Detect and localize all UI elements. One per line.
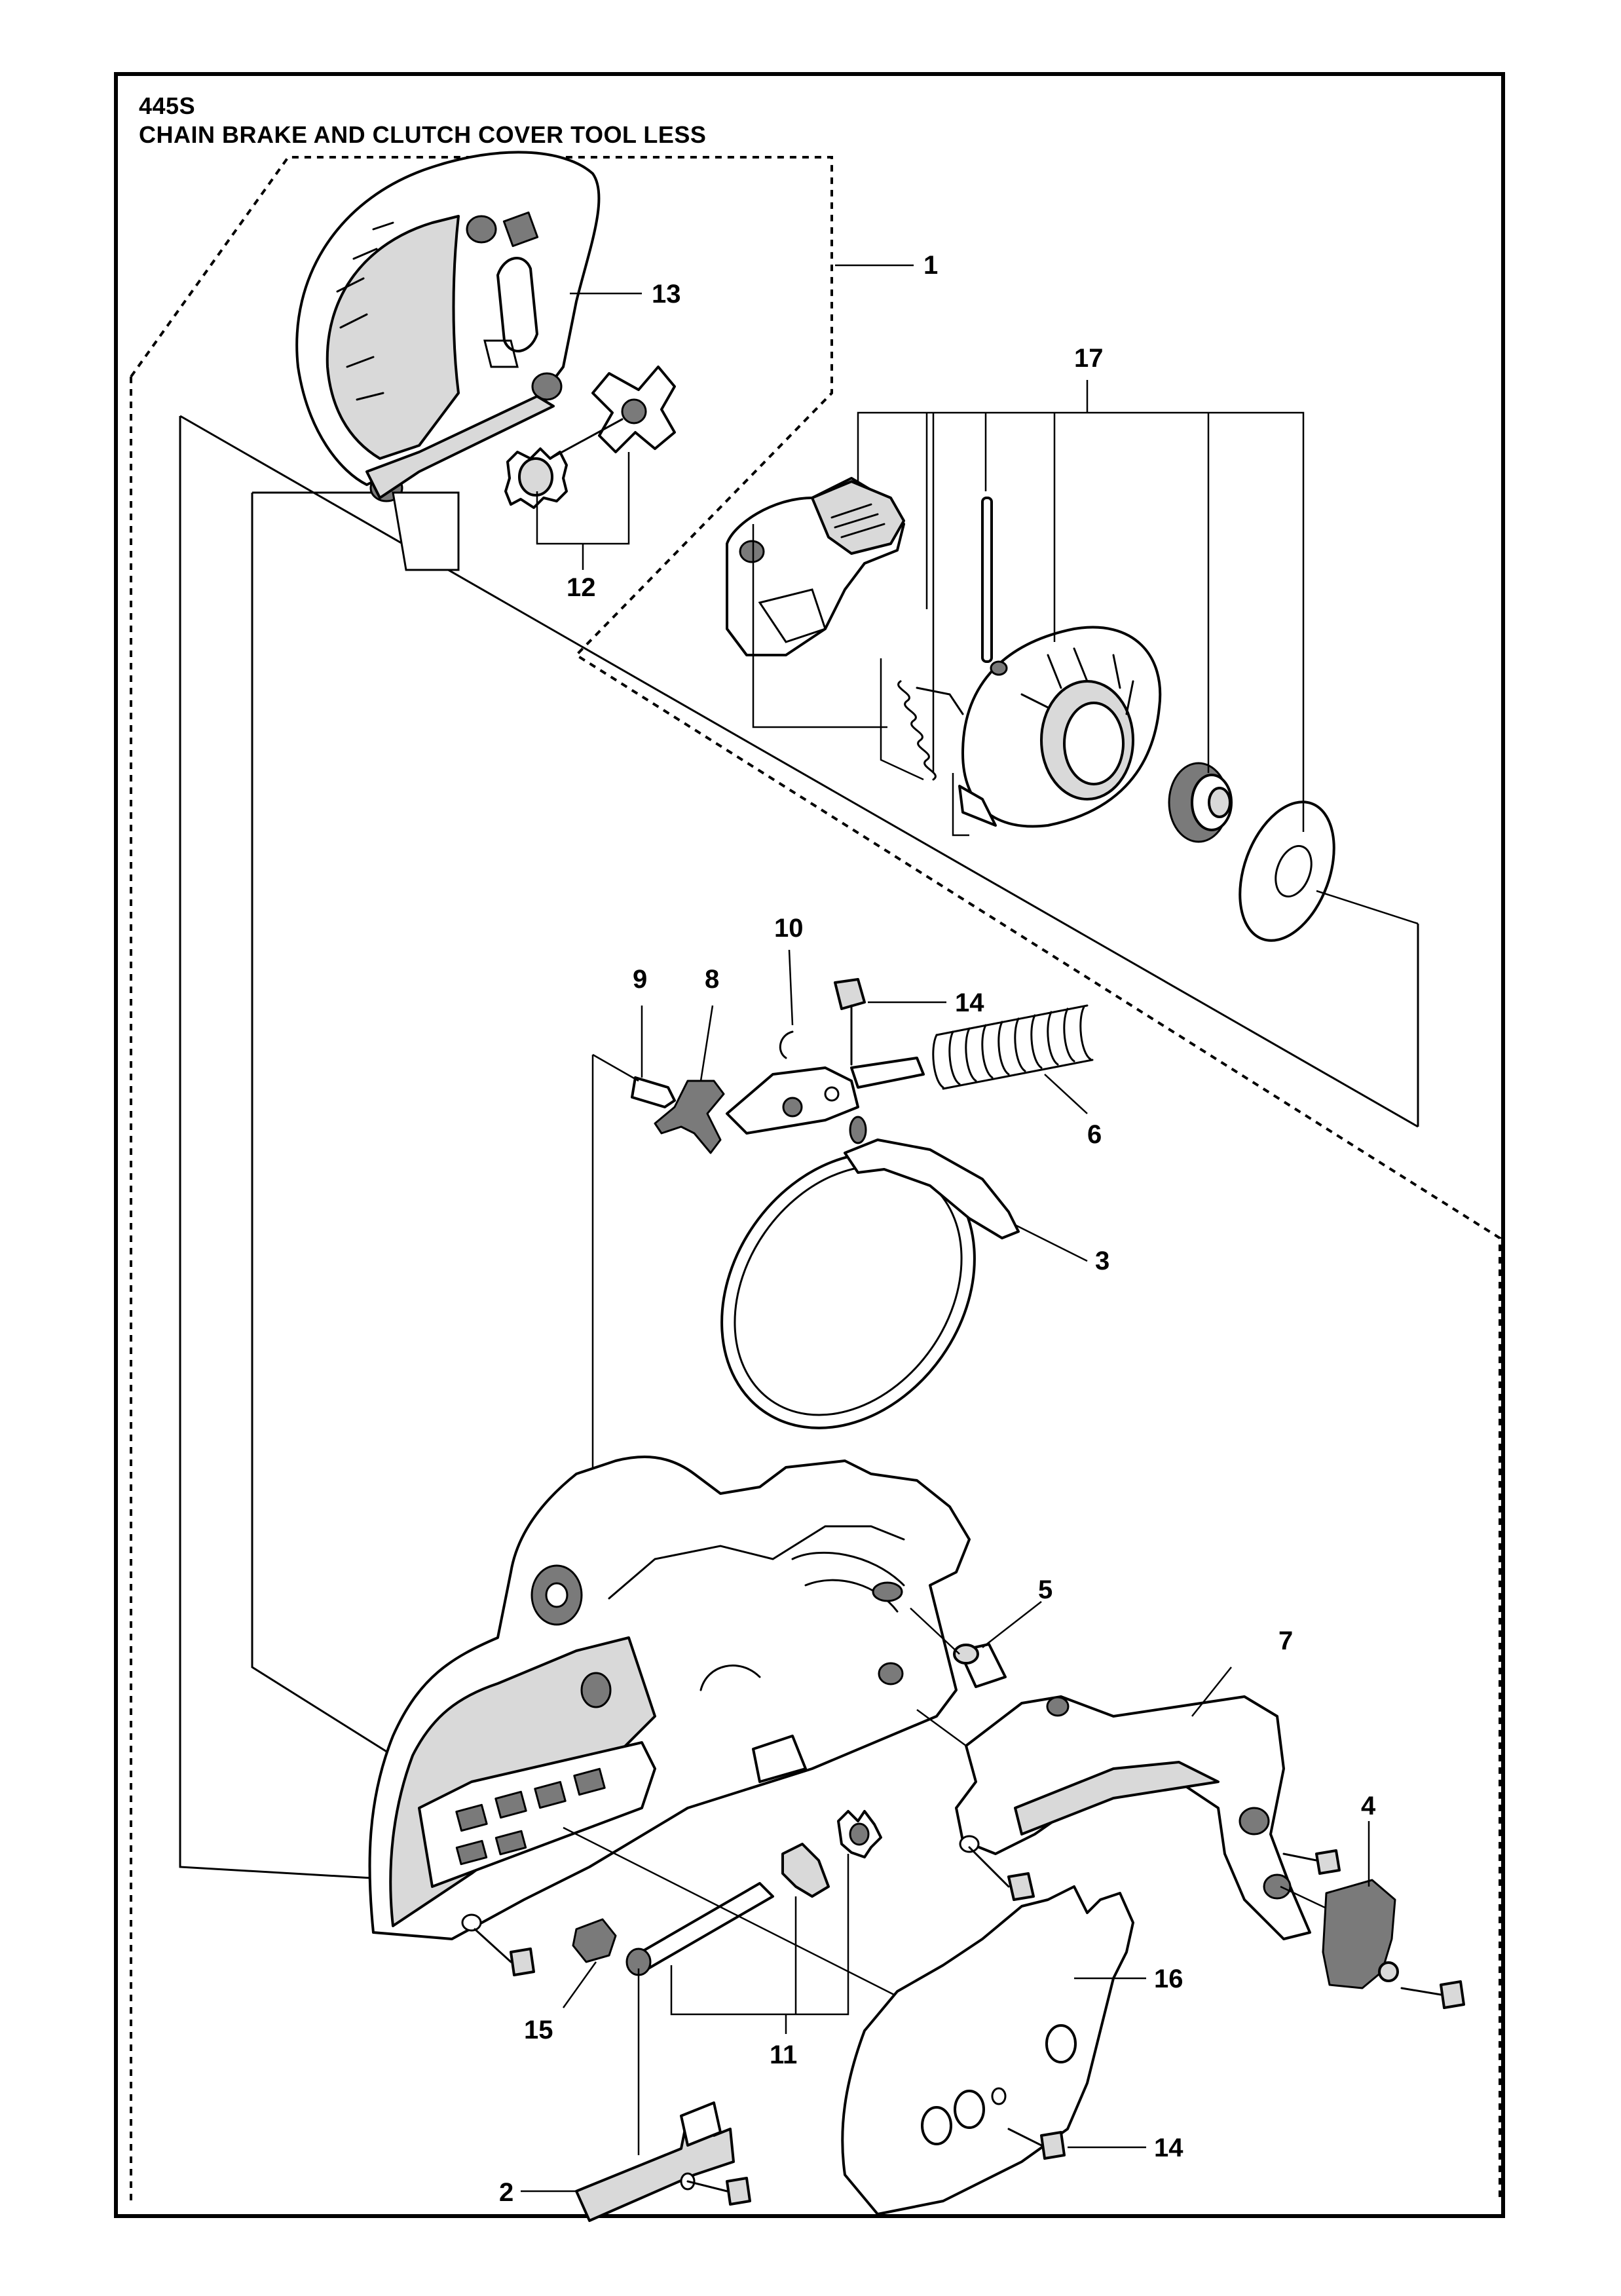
axis-5 bbox=[910, 1608, 960, 1655]
brake-band-part-3 bbox=[720, 1116, 1020, 1429]
callout-10: 10 bbox=[774, 914, 804, 943]
leader-11 bbox=[670, 1854, 849, 2016]
cover-seal-strip bbox=[392, 491, 460, 571]
bracket-17-drum bbox=[952, 773, 969, 837]
projection-frame-inner bbox=[251, 493, 394, 1757]
axis-16 bbox=[563, 1826, 895, 1996]
screw-lower-right bbox=[1400, 1980, 1465, 2009]
model-number: 445S bbox=[139, 92, 196, 119]
screw-stop-2 bbox=[686, 2177, 751, 2206]
leader-8 bbox=[699, 1005, 714, 1082]
leader-5 bbox=[982, 1601, 1042, 1648]
housing-to-plate-axis bbox=[916, 1708, 967, 1747]
adjuster-part-11 bbox=[625, 1810, 882, 1976]
diagram-title: CHAIN BRAKE AND CLUTCH COVER TOOL LESS bbox=[139, 121, 707, 148]
leader-10 bbox=[788, 949, 794, 1026]
callout-9: 9 bbox=[633, 965, 647, 994]
callout-16: 16 bbox=[1154, 1965, 1183, 1993]
nut-part-15 bbox=[572, 1918, 617, 1963]
callout-14b: 14 bbox=[1154, 2134, 1183, 2162]
spacer-part-5 bbox=[953, 1643, 1007, 1688]
clutch-cover-part-13 bbox=[295, 151, 601, 502]
callout-3: 3 bbox=[1095, 1247, 1109, 1275]
leader-7 bbox=[1191, 1666, 1232, 1717]
callout-4: 4 bbox=[1361, 1792, 1376, 1820]
leader-15 bbox=[562, 1961, 597, 2008]
callout-7: 7 bbox=[1278, 1627, 1293, 1655]
bracket-17-spring bbox=[880, 658, 924, 781]
bracket-17-left bbox=[752, 524, 887, 728]
callout-17: 17 bbox=[1074, 344, 1104, 373]
clutch-housing bbox=[368, 1456, 971, 1940]
callout-13: 13 bbox=[652, 280, 681, 309]
diagram-title-block: 445S CHAIN BRAKE AND CLUTCH COVER TOOL L… bbox=[139, 92, 1318, 149]
brake-assembly-part-17 bbox=[726, 477, 1335, 942]
screw-housing-left bbox=[474, 1928, 535, 1976]
callout-1: 1 bbox=[923, 251, 938, 280]
page-frame bbox=[114, 72, 1505, 2218]
projection-frame-outer bbox=[179, 416, 407, 1881]
linkage-axis-top bbox=[592, 1053, 639, 1082]
knob-and-sprocket-part-12 bbox=[504, 366, 676, 509]
callout-8: 8 bbox=[705, 965, 719, 994]
knob-part-4 bbox=[1322, 1879, 1399, 1989]
projection-frame-outer-top bbox=[179, 415, 1419, 1128]
stop-part-2 bbox=[575, 2101, 735, 2222]
callout-12: 12 bbox=[567, 573, 596, 602]
callout-15: 15 bbox=[524, 2016, 553, 2044]
callout-2: 2 bbox=[499, 2178, 513, 2207]
leader-6 bbox=[1044, 1074, 1088, 1114]
brake-linkage-group bbox=[631, 978, 1094, 1154]
leader-3 bbox=[1015, 1224, 1088, 1262]
assembly-boundary-dashed bbox=[130, 156, 1501, 2201]
screw-plate-bottom bbox=[968, 1846, 1035, 1901]
screw-plate-16 bbox=[1007, 2128, 1066, 2160]
washer-axis bbox=[1316, 890, 1419, 925]
screw-top-right bbox=[1282, 1849, 1341, 1875]
cover-plate-part-16 bbox=[841, 1885, 1134, 2215]
callout-11: 11 bbox=[770, 2041, 797, 2069]
guide-plate-part-7 bbox=[955, 1695, 1311, 1940]
leader-17 bbox=[857, 411, 1305, 832]
callout-14a: 14 bbox=[955, 988, 984, 1017]
callout-5: 5 bbox=[1038, 1575, 1053, 1604]
callout-6: 6 bbox=[1087, 1120, 1102, 1149]
